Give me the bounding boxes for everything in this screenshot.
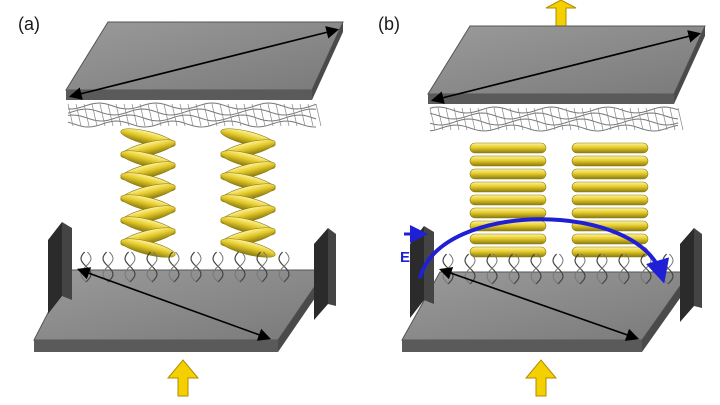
- liquid-crystal-rod: [469, 246, 547, 258]
- liquid-crystal-rod: [571, 168, 649, 180]
- panel-b: E: [400, 0, 706, 397]
- top-plate-a: [65, 21, 344, 100]
- liquid-crystal-rod: [469, 194, 547, 206]
- electrode-right-a: [314, 228, 336, 320]
- electrode-left-b: [410, 226, 434, 318]
- panel-a: [33, 21, 344, 397]
- top-plate-b: [427, 25, 706, 104]
- liquid-crystal-helix-a1: [120, 128, 176, 258]
- liquid-crystal-rod: [571, 142, 649, 154]
- liquid-crystal-rod: [469, 168, 547, 180]
- liquid-crystal-stack-b2: [571, 142, 649, 258]
- liquid-crystal-rod: [220, 238, 276, 258]
- liquid-crystal-rod: [469, 155, 547, 167]
- light-direction-arrow-top-b: [545, 0, 577, 27]
- liquid-crystal-rod: [469, 142, 547, 154]
- panel-label-a: (a): [18, 14, 40, 34]
- liquid-crystal-stack-b1: [469, 142, 547, 258]
- electrode-left-a: [48, 222, 72, 314]
- light-direction-arrow-a: [166, 359, 200, 397]
- liquid-crystal-rod: [571, 155, 649, 167]
- polarizer-axis-arrow-bottom-a: [76, 267, 272, 341]
- liquid-crystal-rod: [571, 207, 649, 219]
- liquid-crystal-rod: [571, 194, 649, 206]
- polarizer-axis-arrow-bottom-b: [438, 267, 640, 341]
- alignment-mesh-top-a: [67, 102, 322, 128]
- liquid-crystal-rod: [469, 181, 547, 193]
- bottom-plate-a: [33, 269, 327, 352]
- polarizer-axis-arrow-top-a: [68, 26, 340, 100]
- light-direction-arrow-b: [524, 359, 558, 397]
- liquid-crystal-rod: [120, 238, 176, 258]
- electrode-right-b: [680, 228, 702, 322]
- helix-molecule: [278, 251, 290, 283]
- electric-field-line: [418, 217, 670, 284]
- electric-field-label: E: [400, 249, 410, 266]
- liquid-crystal-helix-a2: [220, 128, 276, 258]
- panel-label-b: (b): [378, 14, 400, 34]
- polarizer-axis-arrow-top-b: [430, 30, 702, 104]
- liquid-crystal-rod: [469, 207, 547, 219]
- alignment-mesh-top-b: [429, 106, 684, 132]
- liquid-crystal-rod: [469, 233, 547, 245]
- liquid-crystal-rod: [571, 181, 649, 193]
